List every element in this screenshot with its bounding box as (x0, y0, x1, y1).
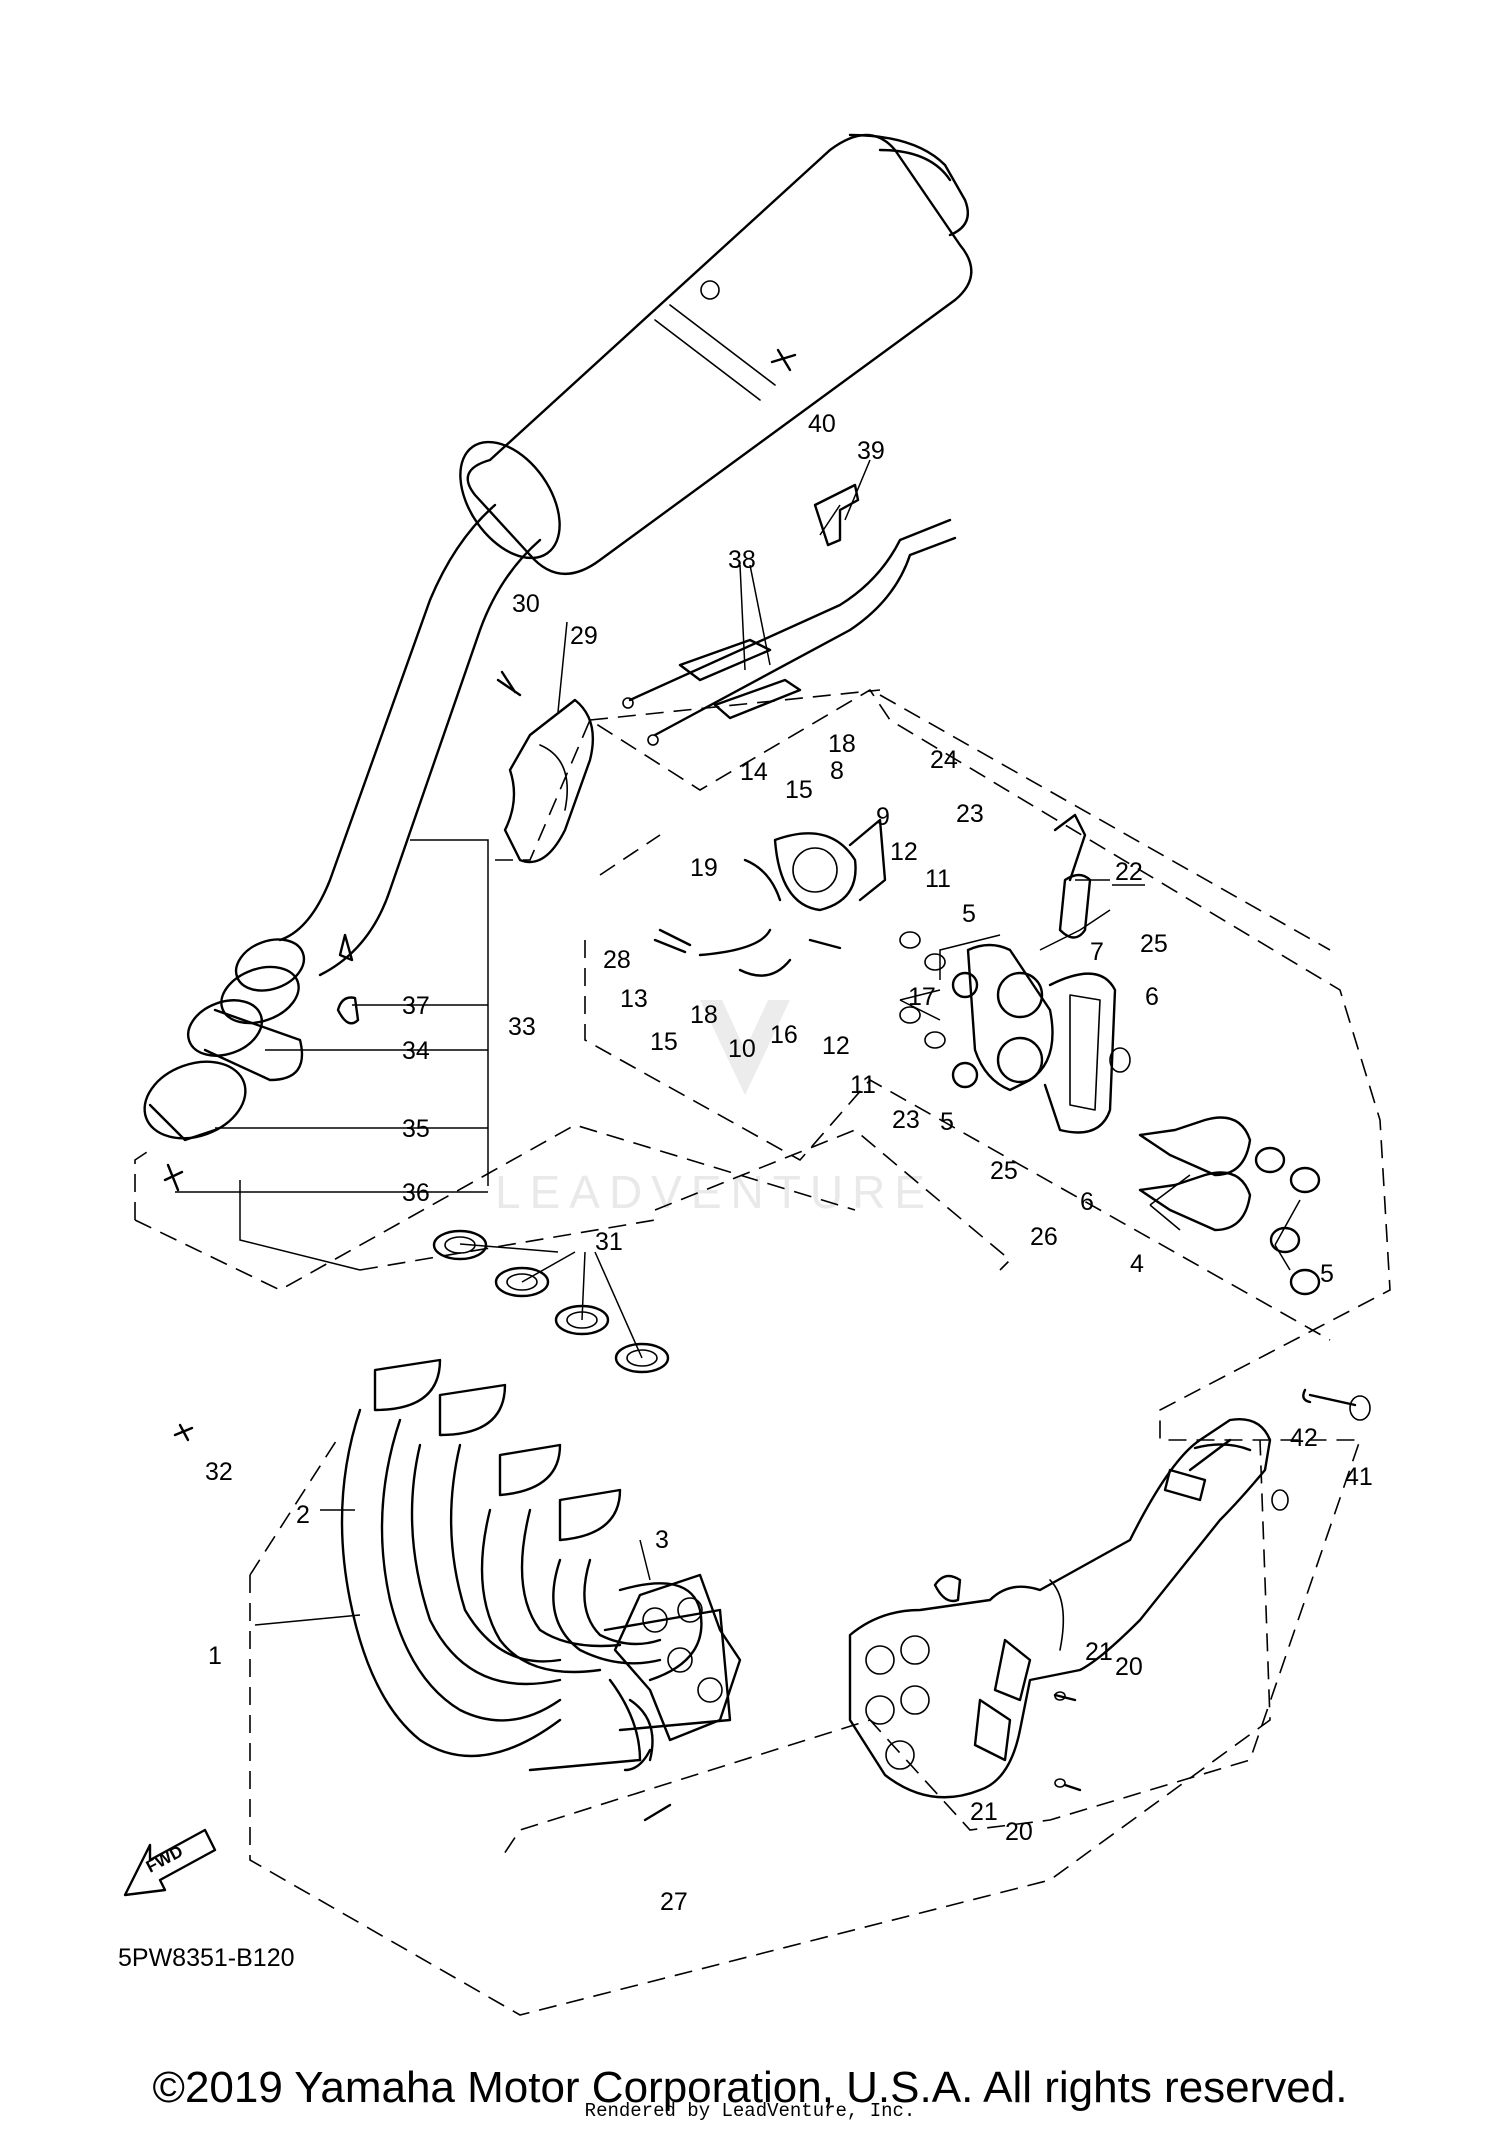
callout-35: 35 (402, 1115, 430, 1143)
callout-24: 24 (930, 746, 958, 774)
watermark-text: LEADVENTURE (495, 1166, 934, 1218)
gaskets-31 (432, 1229, 670, 1374)
callout-28: 28 (603, 946, 631, 974)
callout-17: 17 (908, 983, 936, 1011)
callout-16: 16 (770, 1021, 798, 1049)
callout-5a: 5 (962, 900, 976, 928)
callout-2: 2 (296, 1501, 310, 1529)
callout-41: 41 (1345, 1463, 1373, 1491)
copyright-notice: ©2019 Yamaha Motor Corporation, U.S.A. A… (152, 2063, 1348, 2112)
gasket-plate-3 (613, 1573, 742, 1742)
fwd-arrow-icon: FWD (123, 1828, 217, 1897)
callout-14: 14 (740, 758, 768, 786)
render-credit: Rendered by LeadVenture, Inc. (584, 2100, 916, 2122)
callout-23a: 23 (956, 800, 984, 828)
callout-4: 4 (1130, 1250, 1144, 1278)
hardware-fasteners (173, 1388, 1371, 1822)
callout-5b: 5 (940, 1108, 954, 1136)
callout-10: 10 (728, 1035, 756, 1063)
callout-26: 26 (1030, 1223, 1058, 1251)
callout-27: 27 (660, 1888, 688, 1916)
callout-18a: 18 (828, 730, 856, 758)
collector-pipe (848, 1418, 1272, 1799)
callout-6a: 6 (1145, 983, 1159, 1011)
callout-42: 42 (1290, 1424, 1318, 1452)
callout-21a: 21 (1085, 1638, 1113, 1666)
callout-34: 34 (402, 1037, 430, 1065)
callout-5c: 5 (1320, 1260, 1334, 1288)
callout-39: 39 (857, 437, 885, 465)
callout-30: 30 (512, 590, 540, 618)
callout-labels: 1 2 3 4 5 5 5 6 6 7 8 9 10 11 11 12 12 1… (205, 410, 1373, 1916)
callout-1: 1 (208, 1642, 222, 1670)
callout-37: 37 (402, 992, 430, 1020)
callout-15b: 15 (650, 1028, 678, 1056)
exhaust-pipes (340, 1358, 732, 1772)
watermark: LEADVENTURE (495, 1000, 934, 1218)
callout-15a: 15 (785, 776, 813, 804)
diagram-code: 5PW8351-B120 (118, 1944, 295, 1972)
callout-19: 19 (690, 854, 718, 882)
cables-38 (622, 348, 957, 746)
callout-21b: 21 (970, 1798, 998, 1826)
callout-13: 13 (620, 985, 648, 1013)
callout-20b: 20 (1005, 1818, 1033, 1846)
callout-40: 40 (808, 410, 836, 438)
bracket-29 (496, 670, 594, 864)
callout-25b: 25 (990, 1157, 1018, 1185)
callout-29: 29 (570, 622, 598, 650)
callout-3: 3 (655, 1526, 669, 1554)
callout-8: 8 (830, 757, 844, 785)
callout-33: 33 (508, 1013, 536, 1041)
callout-18b: 18 (690, 1001, 718, 1029)
callout-11a: 11 (925, 865, 951, 893)
callout-7: 7 (1090, 938, 1104, 966)
callout-32: 32 (205, 1458, 233, 1486)
callout-9: 9 (876, 803, 890, 831)
callout-36: 36 (402, 1179, 430, 1207)
exhaust-parts-diagram: LEADVENTURE (123, 133, 1391, 2016)
callout-12a: 12 (890, 838, 918, 866)
callout-22: 22 (1115, 858, 1143, 886)
dashed-group-outlines (134, 688, 1391, 2016)
callout-6b: 6 (1080, 1188, 1094, 1216)
callout-25a: 25 (1140, 930, 1168, 958)
callout-20a: 20 (1115, 1653, 1143, 1681)
callout-31: 31 (595, 1228, 623, 1256)
exhaust-valve-assembly (653, 813, 1321, 1296)
muffler (143, 133, 973, 1192)
callout-38: 38 (728, 546, 756, 574)
callout-11b: 11 (850, 1071, 876, 1099)
leader-lines (175, 459, 1301, 1626)
callout-23b: 23 (892, 1106, 920, 1134)
callout-12b: 12 (822, 1032, 850, 1060)
